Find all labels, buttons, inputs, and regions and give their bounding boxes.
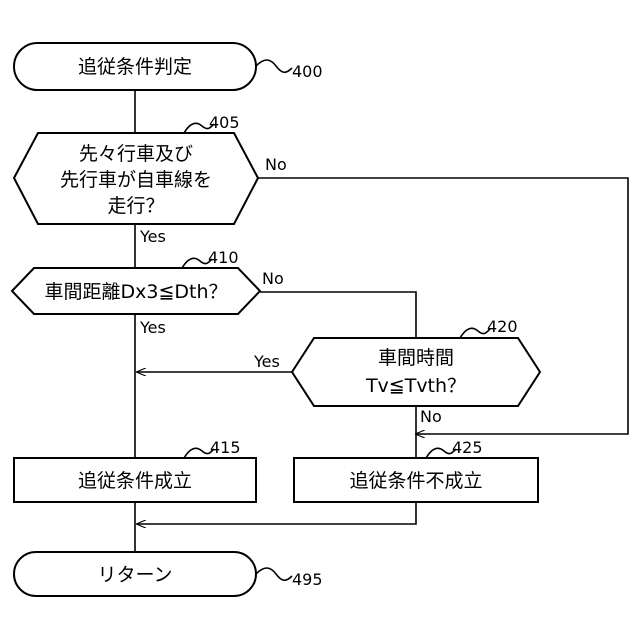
ref-425: 425 — [426, 438, 483, 458]
process-425-label: 追従条件不成立 — [349, 470, 482, 492]
svg-text:410: 410 — [208, 248, 239, 267]
label-420-yes: Yes — [253, 352, 280, 371]
ref-495: 495 — [256, 568, 323, 589]
ref-415: 415 — [184, 438, 241, 458]
decision-410-label: 車間距離Dx3≦Dth？ — [44, 281, 227, 303]
svg-text:495: 495 — [292, 570, 323, 589]
process-415-label: 追従条件成立 — [78, 470, 192, 492]
decision-420: 車間時間 Tv≦Tvth？ — [292, 338, 540, 406]
start-terminal: 追従条件判定 — [14, 43, 256, 90]
decision-405: 先々行車及び 先行車が自車線を 走行？ — [14, 133, 258, 224]
connector-410-no — [260, 292, 416, 338]
svg-text:400: 400 — [292, 62, 323, 81]
label-420-no: No — [420, 407, 442, 426]
svg-text:425: 425 — [452, 438, 483, 457]
ref-400: 400 — [256, 60, 323, 81]
svg-text:415: 415 — [210, 438, 241, 457]
svg-text:420: 420 — [487, 317, 518, 336]
connector-425-merge — [137, 502, 416, 524]
label-405-no: No — [265, 155, 287, 174]
end-terminal: リターン — [14, 552, 256, 596]
label-410-no: No — [262, 269, 284, 288]
decision-405-line-2: 先行車が自車線を — [60, 169, 212, 191]
decision-420-line-1: 車間時間 — [378, 347, 454, 369]
decision-410: 車間距離Dx3≦Dth？ — [12, 268, 260, 314]
label-405-yes: Yes — [139, 227, 166, 246]
ref-420: 420 — [460, 317, 518, 338]
decision-405-line-1: 先々行車及び — [79, 143, 193, 165]
svg-text:405: 405 — [209, 113, 240, 132]
process-425: 追従条件不成立 — [294, 458, 538, 502]
ref-405: 405 — [184, 113, 240, 133]
start-label: 追従条件判定 — [78, 56, 192, 78]
end-label: リターン — [97, 564, 172, 586]
decision-420-line-2: Tv≦Tvth？ — [365, 375, 466, 397]
ref-410: 410 — [182, 248, 239, 268]
process-415: 追従条件成立 — [14, 458, 256, 502]
decision-405-line-3: 走行？ — [107, 195, 164, 217]
label-410-yes: Yes — [139, 318, 166, 337]
